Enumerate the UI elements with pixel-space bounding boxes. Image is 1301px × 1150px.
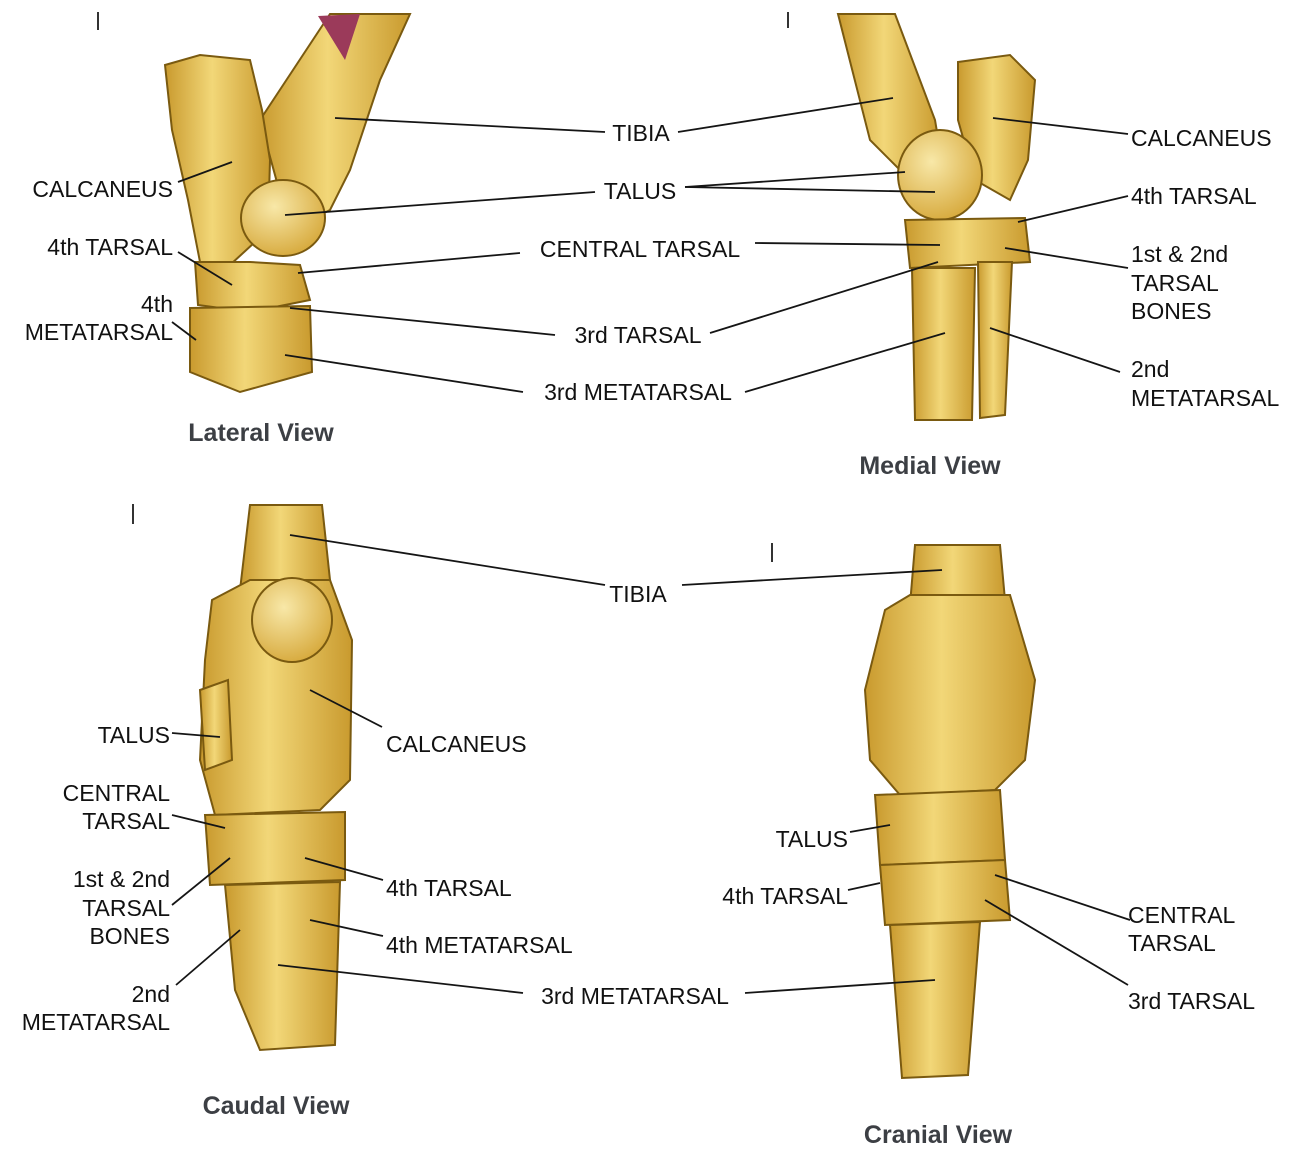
leader-line — [298, 253, 520, 273]
label-lateral-calcaneus: CALCANEUS — [32, 176, 173, 202]
medial-view-bones — [838, 14, 1035, 420]
leader-line — [995, 875, 1130, 920]
leader-line — [990, 328, 1120, 372]
label-3rd-tarsal-top: 3rd TARSAL — [575, 322, 702, 348]
label-cranial-talus: TALUS — [776, 826, 848, 852]
leader-line — [285, 355, 523, 392]
label-caudal-2nd-metatarsal-2: METATARSAL — [22, 1009, 170, 1035]
caudal-calcaneus-tuber — [252, 578, 332, 662]
leader-line — [678, 98, 893, 132]
label-lateral-4th-metatarsal-2: METATARSAL — [25, 319, 173, 345]
label-caudal-central-2: TARSAL — [82, 808, 170, 834]
leader-line — [335, 118, 605, 132]
lateral-view-bones — [165, 14, 410, 392]
label-medial-2nd-metatarsal-1: 2nd — [1131, 356, 1169, 382]
label-caudal-tarsal12-2: TARSAL — [82, 895, 170, 921]
label-tibia-top: TIBIA — [612, 120, 670, 146]
leader-line — [290, 308, 555, 335]
label-cranial-central-2: TARSAL — [1128, 930, 1216, 956]
label-lateral-4th-metatarsal-1: 4th — [141, 291, 173, 317]
cranial-tibia-distal — [865, 595, 1035, 795]
label-caudal-tarsal12-3: BONES — [89, 923, 170, 949]
label-3rd-metatarsal-top: 3rd METATARSAL — [544, 379, 732, 405]
lateral-talus — [241, 180, 325, 256]
caudal-tarsals — [205, 812, 345, 885]
caudal-tibia — [240, 505, 330, 590]
medial-talus — [898, 130, 982, 220]
label-caudal-tarsal12-1: 1st & 2nd — [73, 866, 170, 892]
label-3rd-metatarsal-bottom: 3rd METATARSAL — [541, 983, 729, 1009]
title-lateral-view: Lateral View — [188, 419, 334, 447]
label-cranial-3rd-tarsal: 3rd TARSAL — [1128, 988, 1255, 1014]
leader-line — [710, 262, 938, 333]
title-cranial-view: Cranial View — [864, 1121, 1013, 1149]
label-lateral-4th-tarsal: 4th TARSAL — [47, 234, 173, 260]
label-caudal-4th-tarsal: 4th TARSAL — [386, 875, 512, 901]
label-caudal-talus: TALUS — [98, 722, 170, 748]
leader-line — [848, 883, 880, 890]
title-caudal-view: Caudal View — [203, 1092, 350, 1120]
label-caudal-calcaneus: CALCANEUS — [386, 731, 527, 757]
label-medial-2nd-metatarsal-2: METATARSAL — [1131, 385, 1279, 411]
cranial-tarsals — [880, 860, 1010, 925]
leader-line — [682, 570, 942, 585]
label-medial-tarsal12-3: BONES — [1131, 298, 1212, 324]
lateral-metatarsals — [190, 306, 312, 392]
label-tibia-bottom: TIBIA — [609, 581, 667, 607]
label-caudal-central-1: CENTRAL — [63, 780, 171, 806]
label-central-tarsal-top: CENTRAL TARSAL — [540, 236, 740, 262]
caudal-view-bones — [200, 505, 352, 1050]
leader-line — [1018, 196, 1128, 222]
medial-tarsals — [905, 218, 1030, 268]
label-caudal-4th-metatarsal: 4th METATARSAL — [386, 932, 573, 958]
label-medial-calcaneus: CALCANEUS — [1131, 125, 1272, 151]
cranial-metatarsal — [890, 922, 980, 1078]
label-caudal-2nd-metatarsal-1: 2nd — [132, 981, 170, 1007]
leader-line — [685, 172, 905, 187]
label-cranial-central-1: CENTRAL — [1128, 902, 1236, 928]
label-medial-4th-tarsal: 4th TARSAL — [1131, 183, 1257, 209]
cranial-talus — [875, 790, 1005, 865]
label-medial-tarsal12-1: 1st & 2nd — [1131, 241, 1228, 267]
label-talus-top: TALUS — [604, 178, 676, 204]
label-cranial-4th-tarsal: 4th TARSAL — [722, 883, 848, 909]
leader-line — [176, 930, 240, 985]
medial-metatarsal-2 — [978, 262, 1012, 418]
leader-line — [685, 187, 935, 192]
label-medial-tarsal12-2: TARSAL — [1131, 270, 1219, 296]
lateral-tarsals — [195, 262, 310, 312]
title-medial-view: Medial View — [859, 452, 1001, 480]
cranial-view-bones — [865, 545, 1035, 1078]
medial-metatarsal-3 — [912, 268, 975, 420]
leader-line — [290, 535, 605, 585]
caudal-talus — [200, 680, 232, 770]
